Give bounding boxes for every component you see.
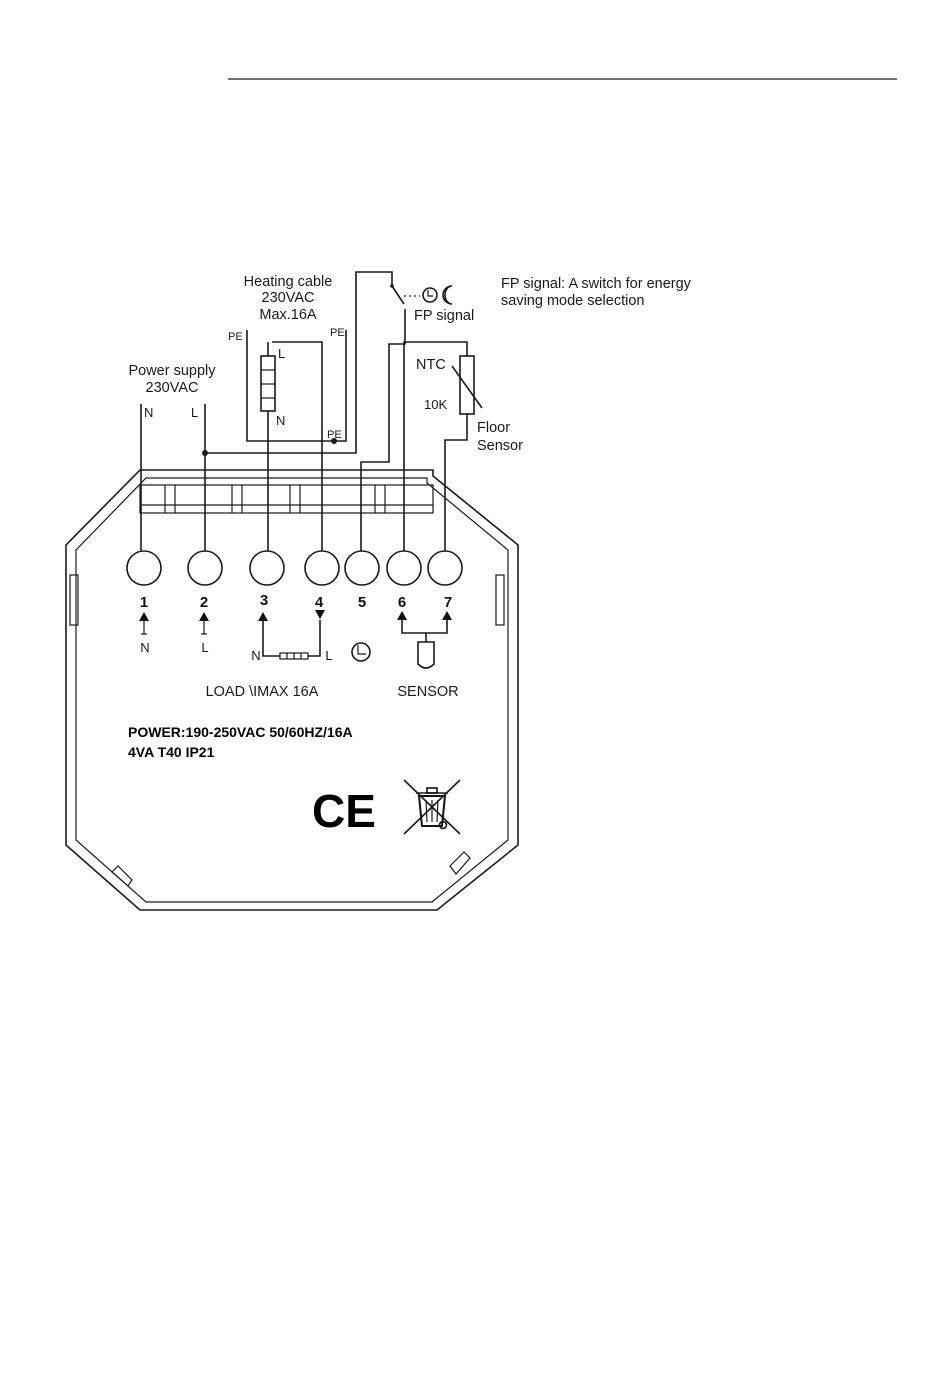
floor-sensor-labels: NTC 10K Floor Sensor xyxy=(416,357,523,454)
fp-signal-label: FP signal xyxy=(414,308,474,324)
terminal-number-5: 5 xyxy=(358,594,366,611)
power-supply-label: Power supply 230VAC xyxy=(128,363,216,396)
terminal-numbers: 1 2 3 4 5 6 7 xyxy=(140,592,452,611)
svg-text:L: L xyxy=(201,640,208,655)
terminal-row xyxy=(127,551,462,585)
svg-text:10K: 10K xyxy=(424,397,447,412)
terminal-2 xyxy=(188,551,222,585)
moon-icon xyxy=(443,286,452,304)
supply-l-label: L xyxy=(191,405,198,420)
terminal-number-6: 6 xyxy=(398,594,406,611)
svg-text:Heating cable: Heating cable xyxy=(244,274,333,290)
spec-line-1: POWER:190-250VAC 50/60HZ/16A xyxy=(128,724,353,740)
terminal-7 xyxy=(428,551,462,585)
terminal-1 xyxy=(127,551,161,585)
svg-text:Sensor: Sensor xyxy=(477,438,523,454)
ce-mark: CE xyxy=(312,785,376,837)
terminal-3 xyxy=(250,551,284,585)
pe-label-right: PE xyxy=(330,327,345,339)
terminal-markings xyxy=(139,610,452,668)
svg-text:Floor: Floor xyxy=(477,420,510,436)
terminal-number-2: 2 xyxy=(200,594,208,611)
terminal-5 xyxy=(345,551,379,585)
fp-mode-icons xyxy=(423,286,452,304)
sensor-label: SENSOR xyxy=(397,684,458,700)
svg-text:Power supply: Power supply xyxy=(128,363,216,379)
fp-note-line1: FP signal: A switch for energy xyxy=(501,276,692,292)
svg-text:Max.16A: Max.16A xyxy=(259,307,317,323)
svg-text:NTC: NTC xyxy=(416,357,446,373)
supply-n-label: N xyxy=(144,405,153,420)
svg-text:230VAC: 230VAC xyxy=(146,380,199,396)
heating-cable-label: Heating cable 230VAC Max.16A xyxy=(244,274,333,323)
terminal-number-7: 7 xyxy=(444,594,452,611)
svg-text:L: L xyxy=(325,648,332,663)
svg-text:230VAC: 230VAC xyxy=(262,290,315,306)
pe-label-bottom: PE xyxy=(327,429,342,441)
load-label: LOAD \IMAX 16A xyxy=(206,684,319,700)
terminal-number-4: 4 xyxy=(315,594,324,611)
spec-line-2: 4VA T40 IP21 xyxy=(128,744,215,760)
fp-note-line2: saving mode selection xyxy=(501,293,644,309)
pe-label-left: PE xyxy=(228,331,243,343)
clock-icon xyxy=(423,288,437,302)
svg-text:N: N xyxy=(140,640,149,655)
cable-n-label: N xyxy=(276,413,285,428)
terminal-4 xyxy=(305,551,339,585)
weee-bin-icon xyxy=(404,780,460,834)
terminal-number-3: 3 xyxy=(260,592,268,609)
terminal-number-1: 1 xyxy=(140,594,148,611)
svg-text:N: N xyxy=(251,648,260,663)
cable-l-label: L xyxy=(278,346,285,361)
terminal-6 xyxy=(387,551,421,585)
